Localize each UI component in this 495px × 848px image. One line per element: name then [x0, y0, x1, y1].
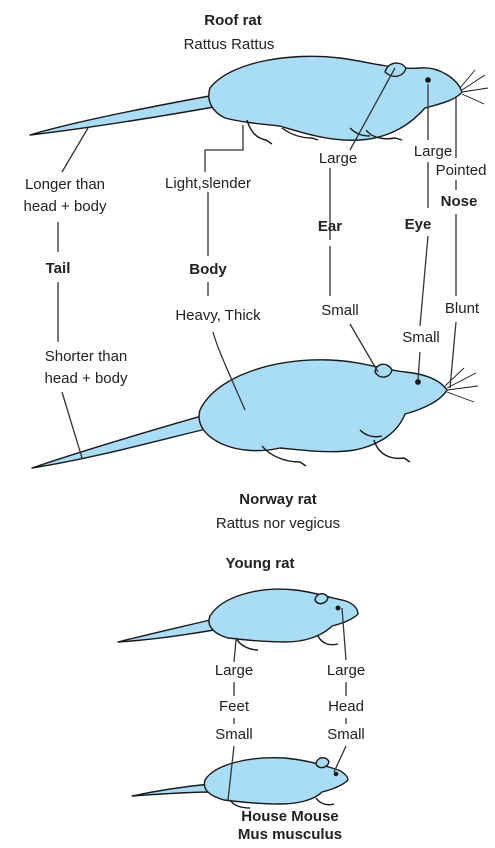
house-mouse-title: House Mouse	[241, 808, 339, 826]
eye-roof-label: Large	[414, 143, 452, 161]
body-heading: Body	[189, 261, 227, 279]
roof-rat-title: Roof rat	[204, 12, 262, 30]
feet-mouse-label: Small	[215, 726, 253, 744]
tail-roof-label-line1: Longer than	[25, 176, 105, 194]
tail-norway-label-line1: Shorter than	[45, 348, 128, 366]
ear-roof-label: Large	[319, 150, 357, 168]
tail-heading: Tail	[46, 260, 71, 278]
tail-roof-label-line2: head + body	[24, 198, 107, 216]
eye-norway-label: Small	[402, 329, 440, 347]
body-norway-label: Heavy, Thick	[175, 307, 260, 325]
head-mouse-label: Small	[327, 726, 365, 744]
feet-heading: Feet	[219, 698, 249, 716]
nose-heading: Nose	[441, 193, 478, 211]
body-roof-label: Light,slender	[165, 175, 251, 193]
young-rat-illustration	[118, 589, 358, 650]
roof-rat-species: Rattus Rattus	[184, 36, 275, 54]
ear-heading: Ear	[318, 218, 342, 236]
norway-rat-title: Norway rat	[239, 491, 317, 509]
house-mouse-illustration	[132, 758, 348, 808]
head-heading: Head	[328, 698, 364, 716]
eye-heading: Eye	[405, 216, 432, 234]
tail-norway-label-line2: head + body	[45, 370, 128, 388]
nose-roof-label: Pointed	[436, 162, 487, 180]
nose-norway-label: Blunt	[445, 300, 479, 318]
roof-rat-illustration	[30, 56, 488, 144]
feet-young-label: Large	[215, 662, 253, 680]
head-young-label: Large	[327, 662, 365, 680]
ear-norway-label: Small	[321, 302, 359, 320]
young-rat-title: Young rat	[226, 555, 295, 573]
house-mouse-species: Mus musculus	[238, 826, 342, 844]
norway-rat-species: Rattus nor vegicus	[216, 515, 340, 533]
